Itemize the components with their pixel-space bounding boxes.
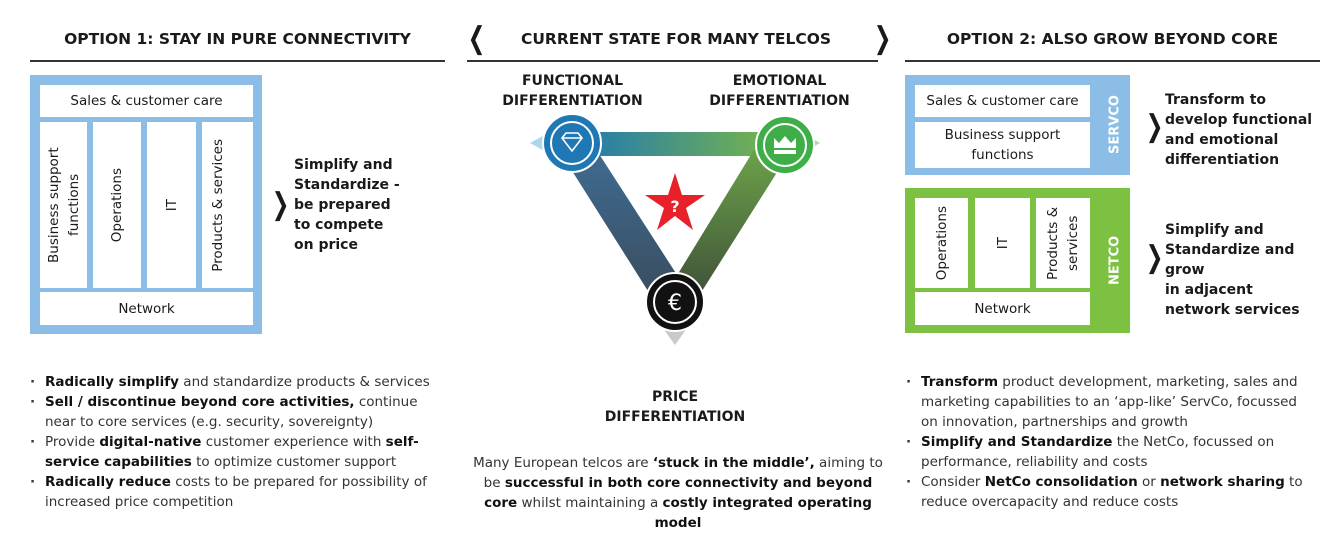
cell-label: Business support functions — [45, 147, 82, 263]
list-item: Provide digital-native customer experien… — [30, 432, 435, 472]
svg-text:€: € — [668, 291, 682, 316]
option1-title: OPTION 1: STAY IN PURE CONNECTIVITY — [64, 30, 411, 48]
star-question-icon: ? — [645, 173, 705, 230]
list-item: Sell / discontinue beyond core activitie… — [30, 392, 435, 432]
servco-label: SERVCO — [1100, 75, 1130, 175]
cell-label: Products & services — [209, 138, 226, 272]
list-item: Consider NetCo consolidation or network … — [906, 472, 1306, 512]
svg-text:?: ? — [670, 197, 679, 216]
cell-label: IT — [994, 236, 1011, 250]
cell-label: Operations — [933, 205, 950, 281]
option2-bullets: Transform product development, marketing… — [906, 372, 1306, 512]
right-edge — [665, 140, 788, 310]
diamond-icon — [542, 113, 602, 173]
it-cell: IT — [147, 122, 196, 288]
current-title: CURRENT STATE FOR MANY TELCOS — [520, 30, 832, 48]
current-caption: Many European telcos are ‘stuck in the m… — [473, 455, 883, 531]
chevron-right-icon[interactable]: ❯ — [873, 21, 892, 56]
top-edge — [572, 132, 782, 156]
divider — [467, 60, 878, 62]
business-support-cell: Business support functions — [915, 122, 1090, 168]
network-cell: Network — [40, 292, 253, 325]
netco-label: NETCO — [1107, 235, 1123, 286]
products-cell: Products & services — [202, 122, 253, 288]
cell-label: Operations — [109, 167, 125, 243]
sales-customer-care: Sales & customer care — [40, 85, 253, 117]
option2-title: OPTION 2: ALSO GROW BEYOND CORE — [946, 30, 1279, 48]
crown-icon — [755, 115, 815, 175]
chevron-left-icon[interactable]: ❯ — [467, 21, 486, 56]
chevron-right-icon: ❯ — [1145, 109, 1164, 144]
network-cell: Network — [915, 292, 1090, 325]
cell-label: IT — [163, 198, 180, 212]
chevron-right-icon: ❯ — [1145, 240, 1164, 275]
business-support-cell: Business support functions — [40, 122, 87, 288]
operations-cell: Operations — [93, 122, 141, 288]
differentiation-triangle: € ? — [530, 113, 820, 345]
list-item: Simplify and Standardize the NetCo, focu… — [906, 432, 1306, 472]
cell-label: Products & services — [1045, 206, 1081, 280]
products-cell: Products & services — [1036, 198, 1090, 288]
operations-cell: Operations — [915, 198, 968, 288]
it-cell: IT — [975, 198, 1030, 288]
option1-bullets: Radically simplify and standardize produ… — [30, 372, 435, 512]
divider — [30, 60, 445, 62]
left-edge — [562, 140, 690, 310]
euro-icon: € — [645, 272, 705, 332]
list-item: Radically simplify and standardize produ… — [30, 372, 435, 392]
divider — [905, 60, 1320, 62]
list-item: Radically reduce costs to be prepared fo… — [30, 472, 435, 512]
chevron-right-icon: ❯ — [271, 187, 290, 222]
list-item: Transform product development, marketing… — [906, 372, 1306, 432]
sales-customer-care: Sales & customer care — [915, 85, 1090, 117]
